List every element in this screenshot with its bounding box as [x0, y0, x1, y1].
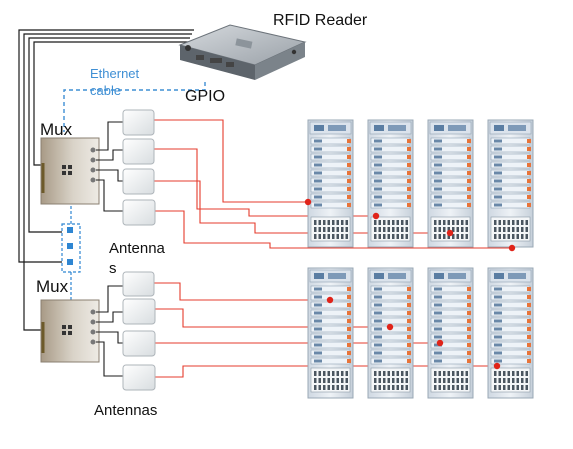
gpio-label: GPIO [185, 88, 225, 105]
antenna-top-2 [122, 138, 155, 165]
antenna-top-1 [122, 109, 155, 136]
server-rack-2-4 [487, 267, 534, 399]
antennas-top-label-line1: Antenna [109, 240, 166, 257]
mux-top-device [40, 137, 100, 205]
server-rack-1-3 [427, 119, 474, 248]
mux-antenna-cables [96, 121, 123, 377]
ethernet-label-line2: cable [90, 83, 121, 98]
server-racks [307, 119, 534, 399]
antenna-bottom-3 [122, 330, 156, 357]
rfid-reader-label: RFID Reader [273, 12, 368, 29]
server-rack-1-1 [307, 119, 354, 248]
mux-top-label: Mux [40, 120, 73, 139]
rf-connection-dots [304, 198, 516, 370]
server-rack-1-4 [487, 119, 534, 248]
server-rack-1-2 [367, 119, 414, 248]
mux-bottom-device [40, 299, 100, 363]
gpio-connector-box [61, 206, 81, 300]
server-rack-2-2 [367, 267, 414, 399]
control-cables [18, 29, 194, 331]
antenna-bottom-2 [122, 298, 156, 325]
antenna-bottom-4 [122, 364, 156, 391]
antennas-bottom-label: Antennas [94, 402, 157, 419]
ethernet-cable [63, 82, 206, 132]
antenna-bottom-1 [122, 271, 155, 297]
ethernet-label-line1: Ethernet [90, 66, 140, 81]
antennas-top-label-line2: s [109, 260, 117, 277]
server-rack-2-1 [307, 267, 354, 399]
rfid-reader-device [178, 24, 307, 80]
server-rack-2-3 [427, 267, 474, 399]
mux-bottom-label: Mux [36, 277, 69, 296]
antenna-top-3 [122, 168, 155, 195]
antenna-top-4 [122, 199, 156, 226]
